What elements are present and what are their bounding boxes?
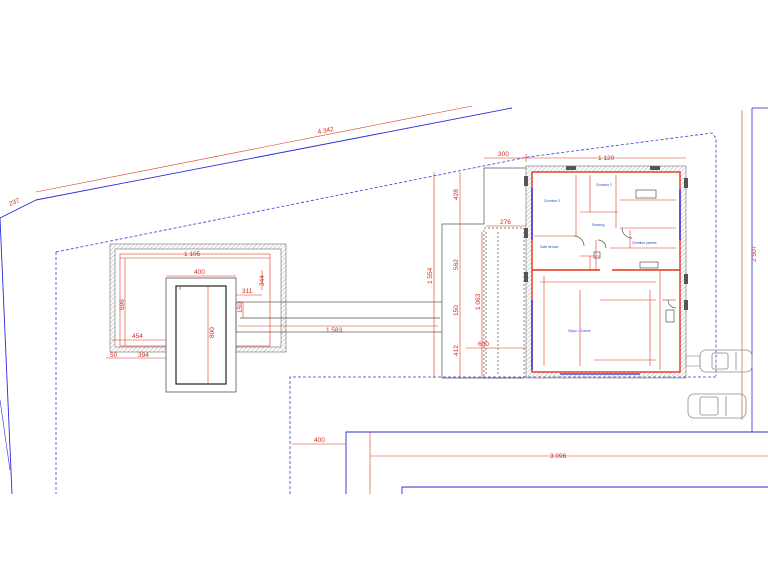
room-label-2: Salle de bain <box>540 245 559 249</box>
dim-walkway-width: 150 <box>237 302 244 313</box>
dim-annex-height: 696 <box>119 299 126 310</box>
room-label-4: Chambre parents <box>632 241 657 245</box>
dim-pool-width: 400 <box>194 269 205 276</box>
house-dimensions: 300 1 120 1 554 428 562 150 412 1 063 27… <box>427 151 686 378</box>
room-label-5: Dressing <box>592 223 605 227</box>
dim-annex-bottom-a: 50 <box>110 352 118 359</box>
road-dimensions: 400 3 096 <box>292 432 768 494</box>
room-label-6: Séjour / Cuisine <box>568 329 591 333</box>
dim-annex-right-gap: 344 <box>259 275 266 286</box>
house-surround <box>441 167 526 379</box>
dim-right-plot: 2 507 <box>751 245 758 262</box>
plot-dimension: 2 507 <box>741 110 758 420</box>
dim-house-upper: 428 <box>453 189 460 200</box>
dim-boundary-top: 4 342 <box>317 126 335 136</box>
dim-house-lower: 412 <box>453 345 460 356</box>
dim-house-left-width: 300 <box>498 151 509 158</box>
pool: 800 <box>165 277 237 393</box>
dim-house-total-height: 1 554 <box>427 267 434 284</box>
dim-house-bottom-width: 600 <box>478 341 489 348</box>
dim-house-mid: 562 <box>453 259 460 270</box>
dim-walkway-length: 1 583 <box>326 327 343 334</box>
dim-house-inner-width: 276 <box>500 219 511 226</box>
room-label-3: Chambre 2 <box>596 183 612 187</box>
dim-boundary-left: 237 <box>8 197 21 208</box>
dim-annex-bottom-b: 394 <box>138 352 149 359</box>
dim-house-right-width: 1 120 <box>598 155 615 162</box>
dim-annex-width: 1 105 <box>184 251 201 258</box>
boundary-dimension: 4 342 237 <box>8 105 473 208</box>
dim-house-inner-height: 1 063 <box>475 293 482 310</box>
walkway: 150 1 583 <box>235 301 443 334</box>
car-2-icon <box>687 393 747 419</box>
dim-house-walk: 150 <box>453 305 460 316</box>
car-1-icon <box>685 349 753 373</box>
dim-pool-height: 800 <box>209 327 216 338</box>
room-label-1: Chambre 3 <box>544 199 560 203</box>
main-house: Chambre 3 Salle de bain Chambre 2 Chambr… <box>524 165 688 379</box>
dim-pool-right-gap: 311 <box>242 288 253 295</box>
property-boundary <box>0 107 768 495</box>
dim-annex-left-gap: 454 <box>132 333 143 340</box>
dim-road-left: 400 <box>314 437 325 444</box>
dim-road-width: 3 096 <box>550 453 567 460</box>
